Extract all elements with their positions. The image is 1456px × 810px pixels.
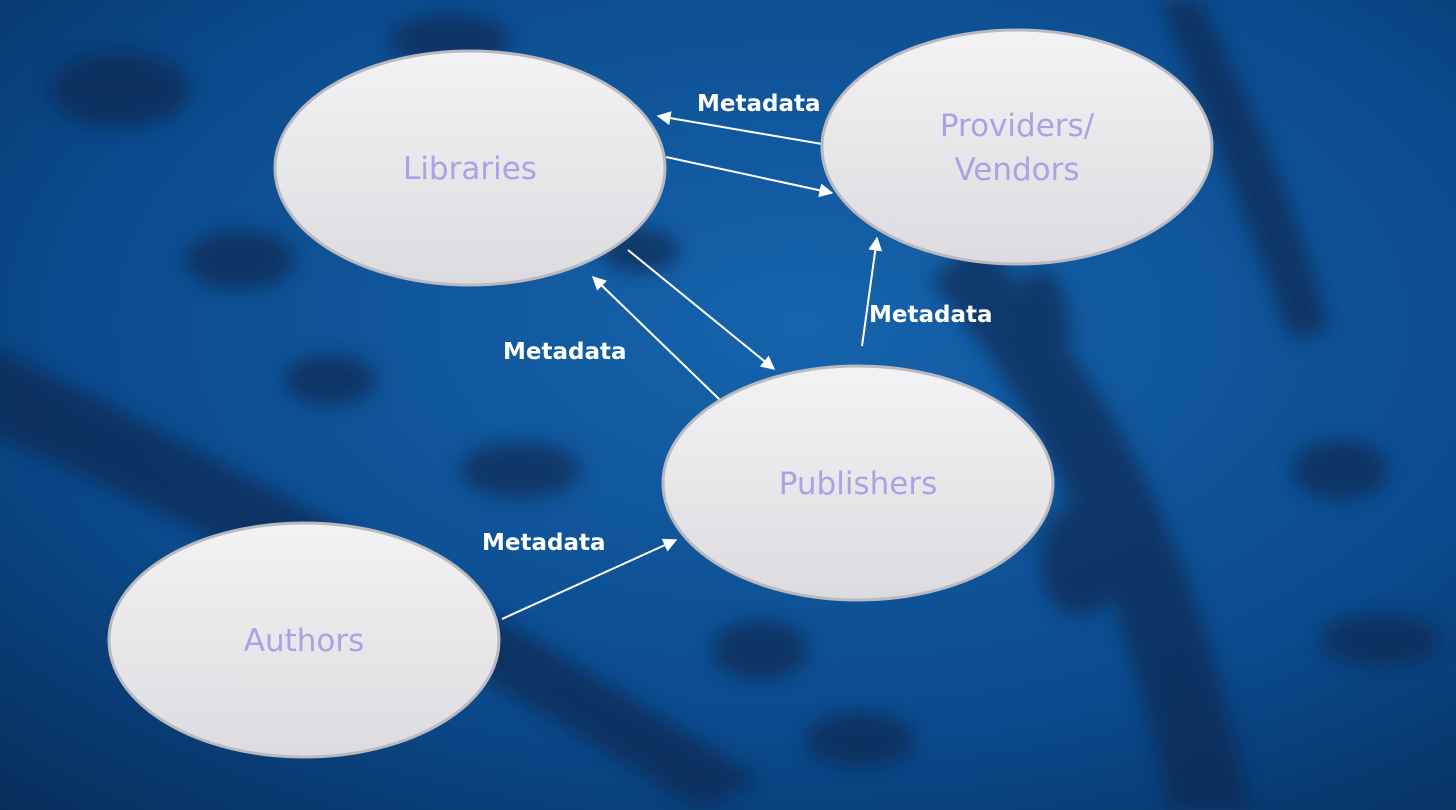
arrow-providers-to-libraries — [656, 111, 823, 145]
node-authors: Authors — [107, 521, 501, 759]
node-libraries: Libraries — [273, 49, 667, 287]
edge-label-publishers-providers: Metadata — [869, 302, 993, 328]
edges — [501, 111, 883, 620]
arrow-publishers-to-libraries — [591, 276, 721, 401]
node-publishers-shape — [661, 364, 1055, 602]
node-libraries-shape — [273, 49, 667, 287]
node-publishers-label: Publishers — [779, 466, 937, 502]
node-providers: Providers/ Vendors — [820, 28, 1214, 266]
node-providers-label-line2: Vendors — [954, 152, 1079, 188]
node-providers-shape — [820, 28, 1214, 266]
arrow-publishers-to-providers — [861, 236, 883, 347]
node-libraries-label: Libraries — [403, 151, 537, 187]
node-authors-label: Authors — [244, 623, 365, 659]
arrow-authors-to-publishers — [501, 538, 678, 620]
arrow-libraries-to-providers — [665, 156, 834, 198]
edge-label-authors-publishers: Metadata — [482, 530, 606, 556]
edge-label-providers-libraries: Metadata — [697, 91, 821, 117]
node-providers-label: Providers/ — [940, 108, 1095, 144]
node-authors-shape — [107, 521, 501, 759]
arrow-libraries-to-publishers — [627, 249, 776, 370]
edge-label-publishers-libraries: Metadata — [503, 339, 627, 365]
node-publishers: Publishers — [661, 364, 1055, 602]
